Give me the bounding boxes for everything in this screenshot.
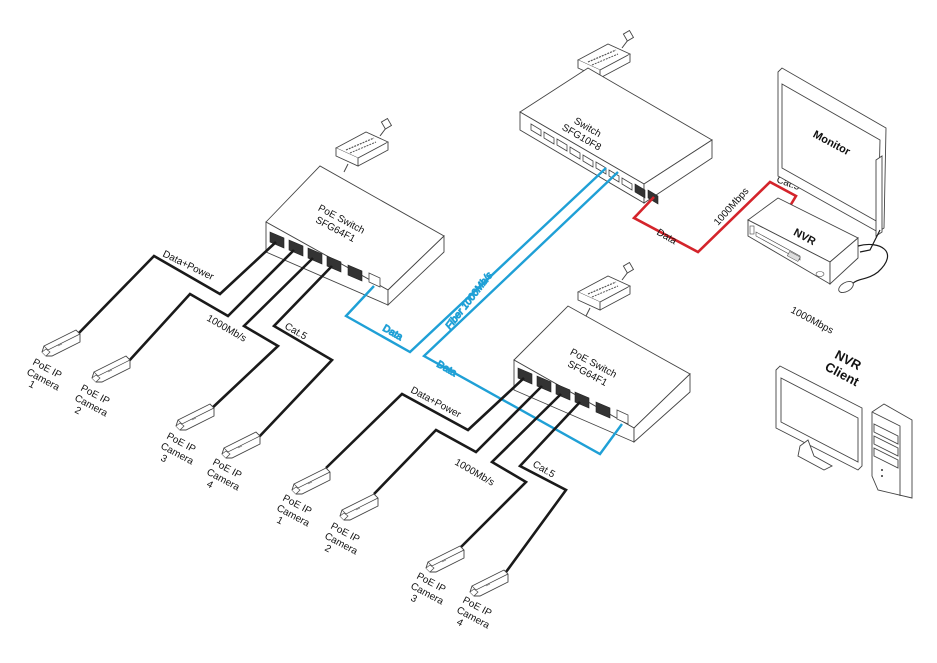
right-cameras: PoE IP Camera 1 PoE IP Camera 2 PoE IP C… (275, 467, 509, 632)
camera-left-4: PoE IP Camera 4 (205, 431, 261, 494)
cable-left-cam-3 (209, 257, 314, 411)
mouse-icon (838, 280, 854, 294)
svg-text:3: 3 (409, 593, 419, 606)
camera-right-3: PoE IP Camera 3 (409, 545, 465, 608)
svg-text:2: 2 (323, 543, 333, 556)
camera-left-1: PoE IP Camera 1 (25, 329, 81, 394)
cable-left-cam-2 (127, 249, 295, 363)
ip-camera-icon (425, 545, 465, 573)
left-speed-label: 1000Mb/s (205, 313, 249, 344)
core-switch: Switch SFG10F8 (519, 29, 713, 205)
power-adapter-icon (335, 117, 393, 167)
cable-left-cam-4 (257, 265, 335, 439)
right-data-label: Data (435, 359, 459, 379)
ip-camera-icon (41, 329, 81, 357)
nvr-uplink-cable (631, 180, 798, 254)
cable-left-cam-1 (75, 241, 277, 337)
switch-ports (530, 123, 659, 205)
ip-camera-icon (291, 467, 331, 495)
svg-text:4: 4 (455, 617, 465, 630)
ip-camera-icon (91, 355, 131, 383)
poe-switch-right: PoE Switch SFG64F1 (513, 261, 691, 444)
camera-right-4: PoE IP Camera 4 (455, 569, 509, 632)
camera-left-2: PoE IP Camera 2 (73, 355, 131, 420)
camera-right-1: PoE IP Camera 1 (275, 467, 331, 530)
ip-camera-icon (339, 493, 379, 521)
ip-camera-icon (175, 403, 215, 431)
fiber-link-left (344, 167, 607, 354)
ip-camera-icon (469, 569, 509, 597)
client-speed-label: 1000Mbps (789, 305, 835, 337)
fiber-link-right (421, 171, 623, 456)
poe-switch-left: PoE Switch SFG64F1 (265, 117, 445, 307)
cable-right-cam-4 (504, 401, 581, 573)
right-speed-label: 1000Mb/s (453, 457, 497, 488)
svg-text:3: 3 (159, 453, 169, 466)
cable-right-cam-1 (325, 377, 525, 469)
fiber-speed-label: Fiber 1000Mb/s (444, 270, 495, 332)
cable-right-cam-3 (459, 393, 562, 549)
nvr-data-label: Data (655, 227, 679, 247)
right-camera-cables: Data+Power 1000Mb/s Cat.5 (325, 377, 581, 573)
camera-left-3: PoE IP Camera 3 (159, 403, 215, 468)
ip-camera-icon (221, 431, 261, 459)
camera-right-2: PoE IP Camera 2 (323, 493, 379, 558)
left-cameras: PoE IP Camera 1 PoE IP Camera 2 PoE IP C… (25, 329, 261, 494)
power-adapter-icon (577, 261, 635, 311)
svg-text:1: 1 (275, 515, 285, 528)
nvr-client: NVR Client (775, 347, 913, 499)
nvr: NVR (747, 197, 889, 294)
svg-text:4: 4 (205, 479, 215, 492)
svg-text:2: 2 (73, 405, 83, 418)
left-data-label: Data (381, 323, 405, 343)
monitor: Monitor (777, 67, 887, 253)
svg-text:1: 1 (27, 379, 37, 392)
cable-right-cam-2 (373, 385, 543, 495)
